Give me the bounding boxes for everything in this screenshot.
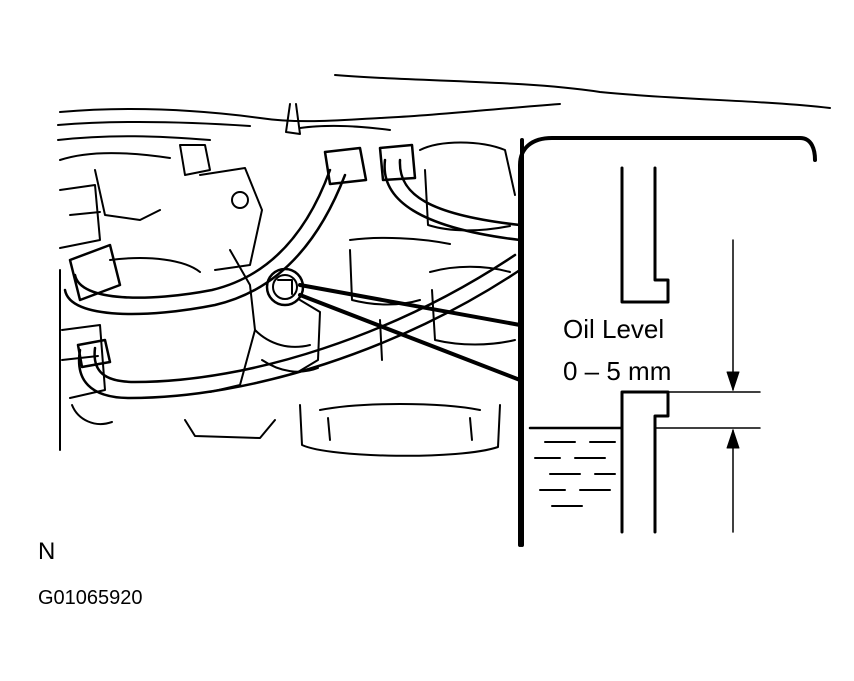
figure-code: G01065920 <box>38 587 143 609</box>
oil-level-inset <box>518 136 817 547</box>
hose-right <box>378 143 522 242</box>
callout-leader <box>298 283 522 382</box>
engine-illustration <box>57 74 831 457</box>
hose-lower <box>76 253 522 400</box>
oil-level-label: Oil Level <box>563 314 665 344</box>
view-letter: N <box>38 538 56 565</box>
hose-upper <box>63 146 368 316</box>
oil-level-range-label: 0 – 5 mm <box>563 356 672 386</box>
